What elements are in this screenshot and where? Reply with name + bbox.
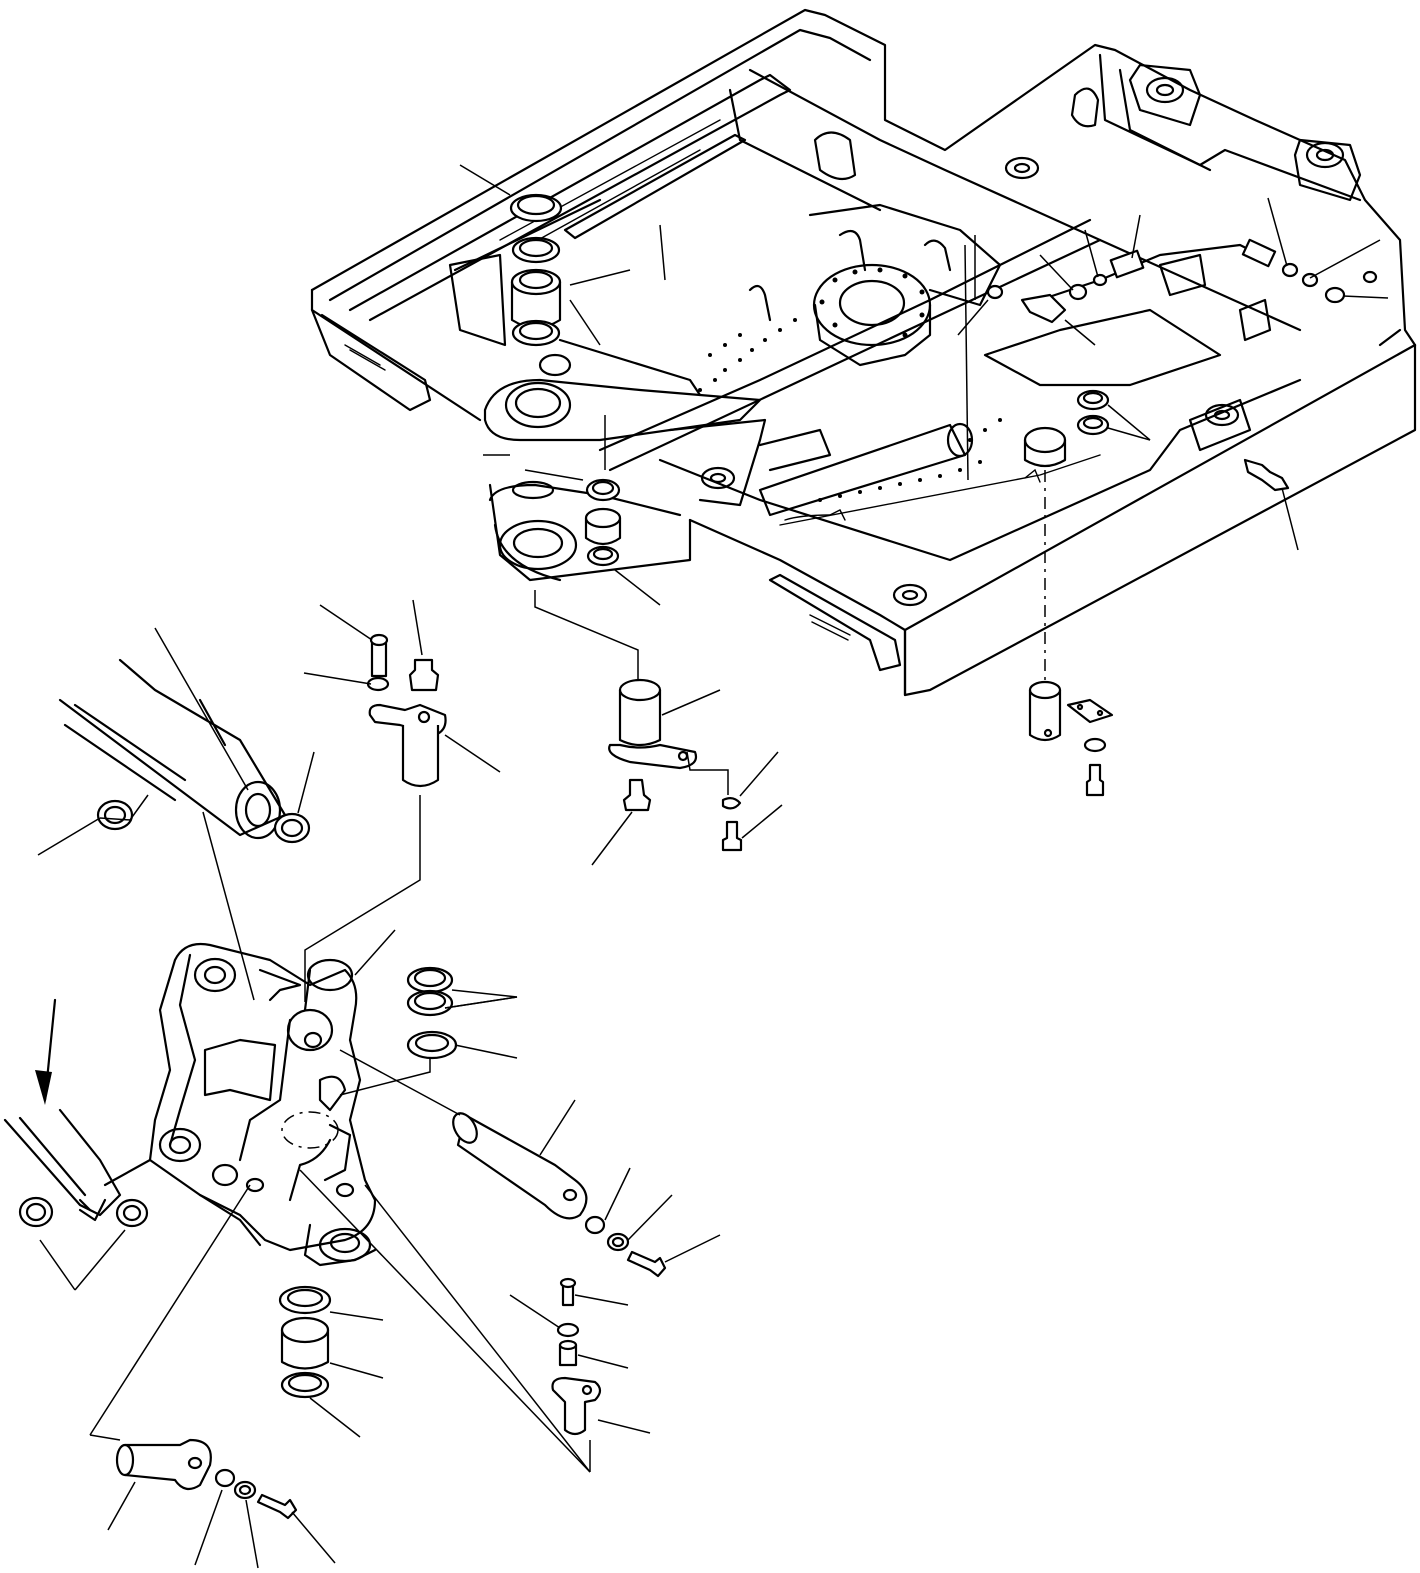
revolving-frame xyxy=(310,8,1417,697)
lock-pin-right xyxy=(1028,470,1114,797)
hole-row-left xyxy=(698,318,797,392)
bushing-rings-right xyxy=(1076,389,1110,436)
small-pin-stack xyxy=(551,1277,602,1436)
bottom-pin xyxy=(115,1438,298,1520)
grease-bracket xyxy=(366,633,447,788)
swing-cylinder xyxy=(3,1108,152,1228)
boom-cylinder xyxy=(58,658,311,844)
lower-bushing-stack xyxy=(584,478,622,567)
upper-bushing-stack xyxy=(509,193,563,347)
bracket-bottom-bushings xyxy=(278,1285,332,1399)
center-pin xyxy=(608,678,743,852)
upper-boom-bracket xyxy=(483,338,762,582)
grease-fitting-right xyxy=(1243,458,1290,492)
fittings-row xyxy=(986,262,1378,304)
long-pin xyxy=(452,1112,667,1278)
leader-lines xyxy=(37,164,1389,1569)
arrow-icon xyxy=(35,998,57,1105)
swing-bracket xyxy=(148,942,377,1267)
bracket-top-bushings xyxy=(406,966,458,1060)
